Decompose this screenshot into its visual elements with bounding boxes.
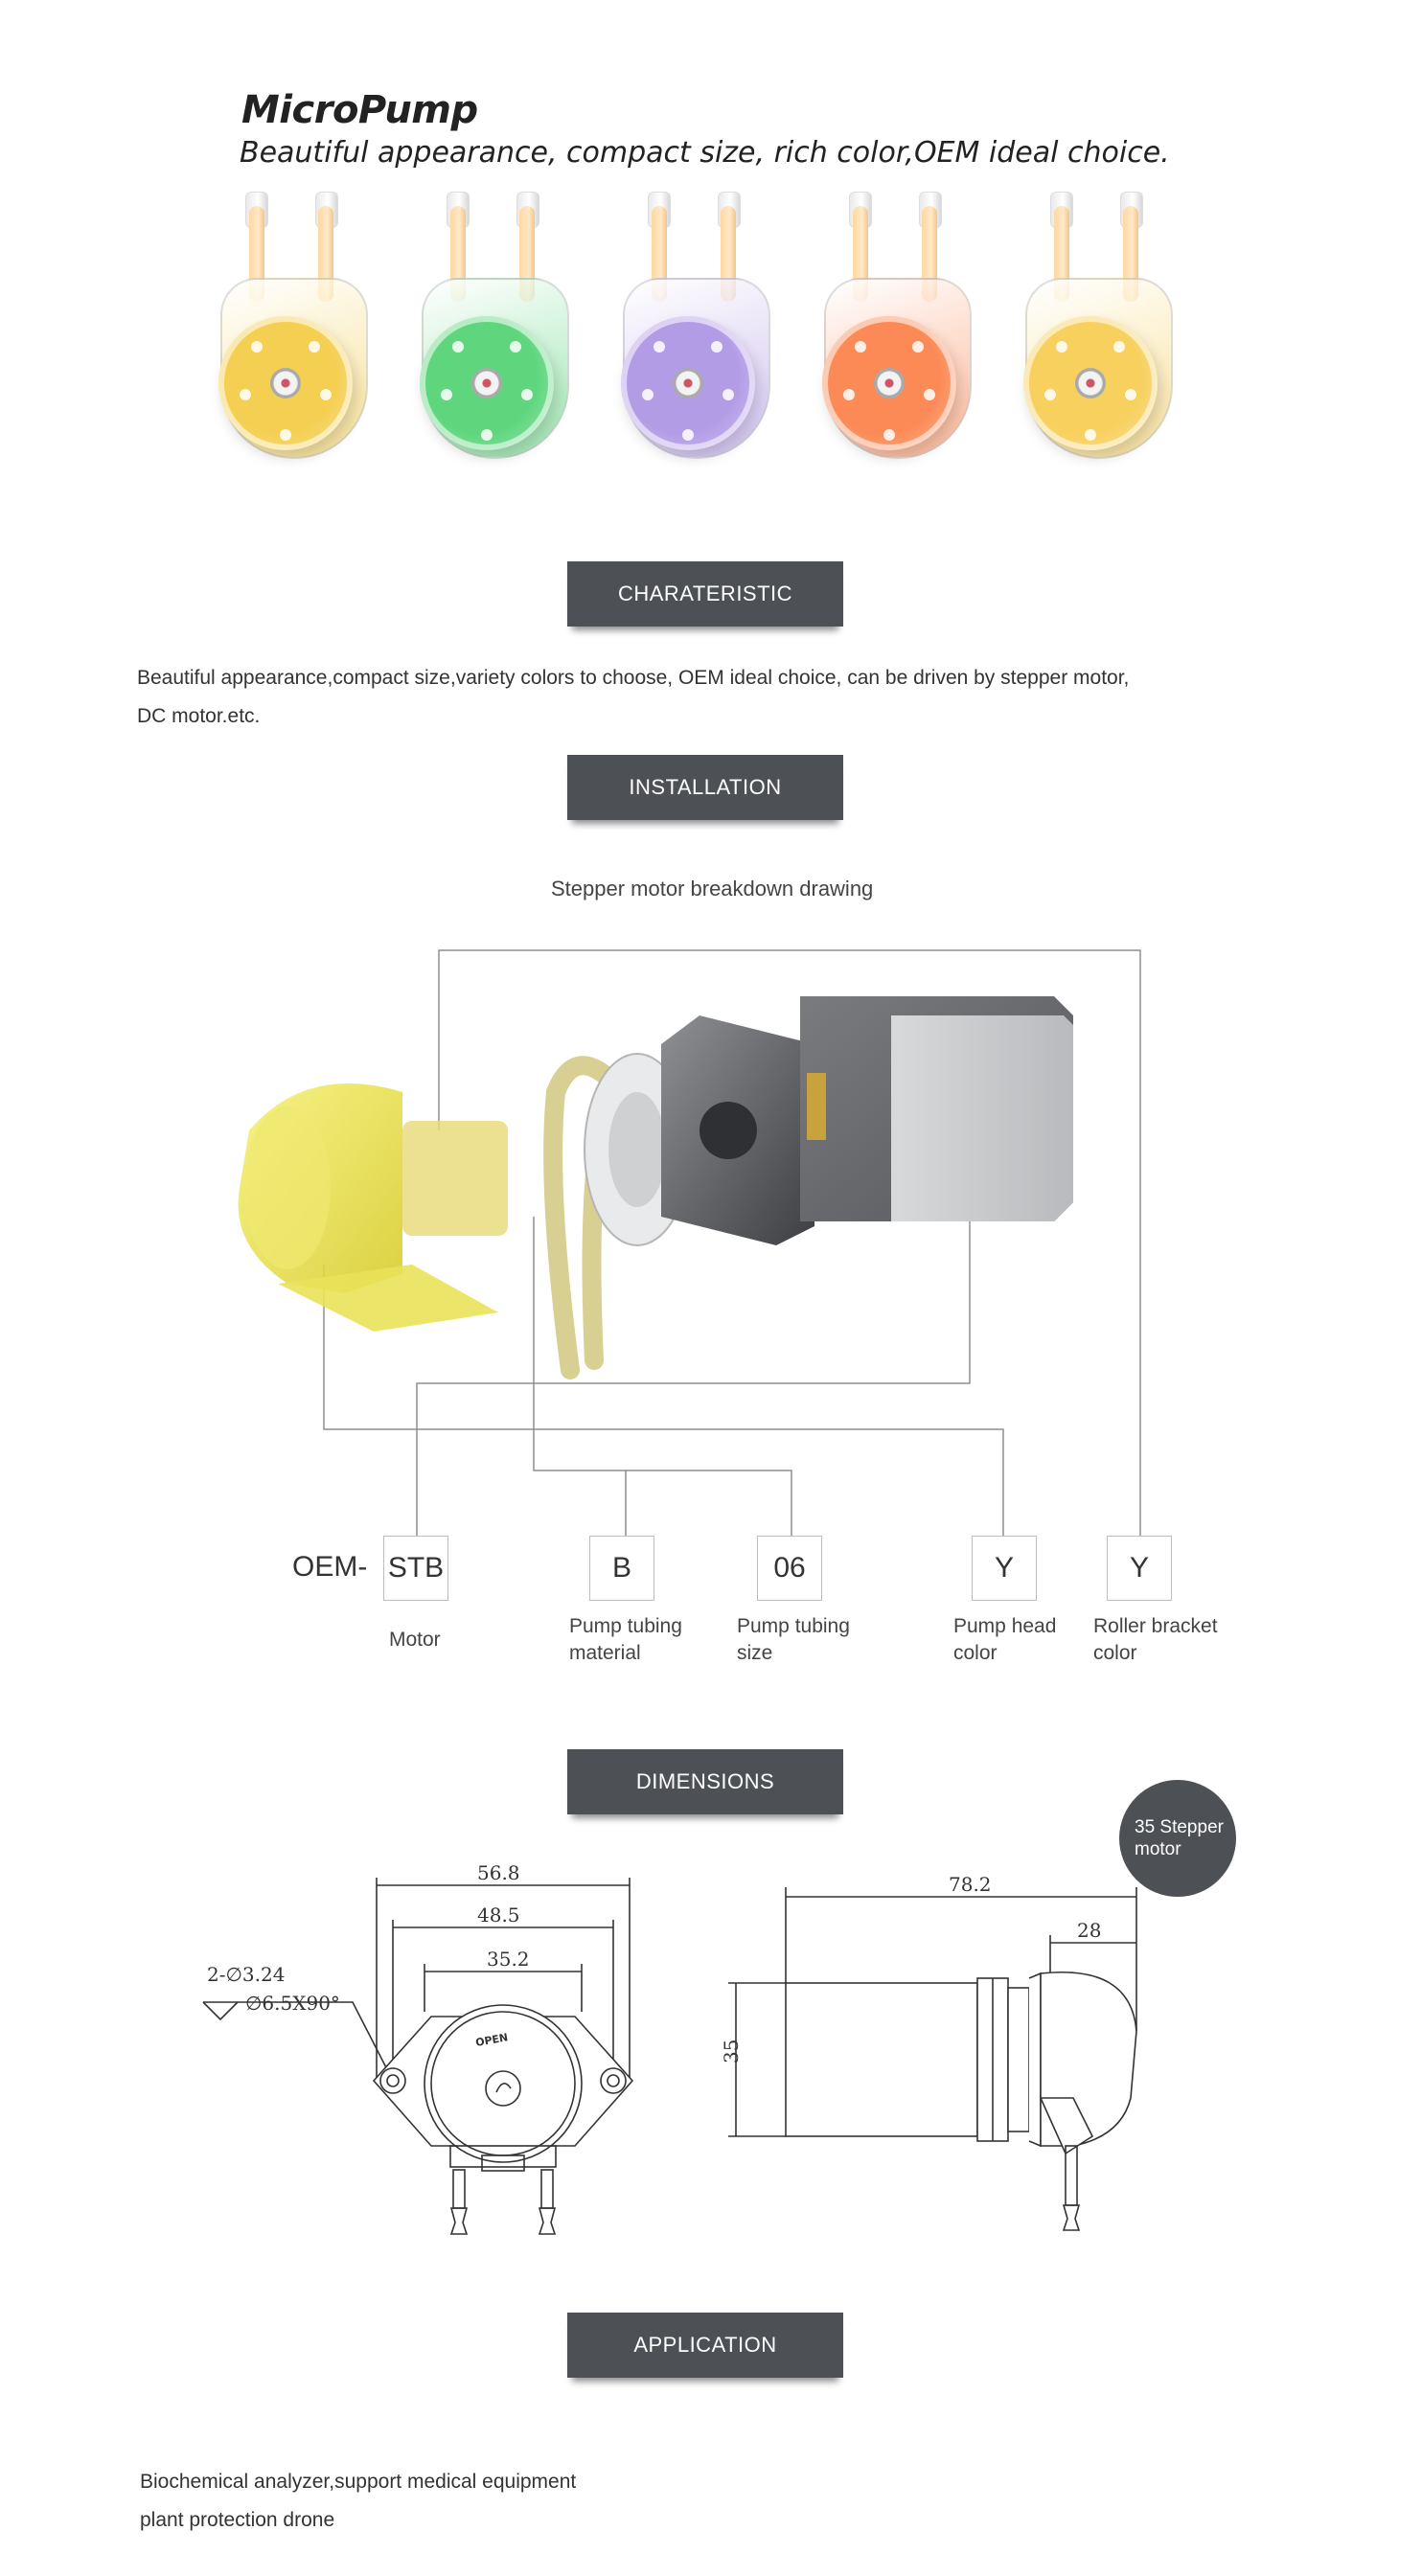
dim-height: 35 — [720, 2040, 743, 2063]
roller-dot — [1125, 389, 1136, 400]
rotor-hub — [1075, 368, 1106, 399]
open-label: OPEN — [474, 2031, 509, 2049]
pump-image-gold — [1006, 192, 1188, 469]
motor-bracket-part — [661, 1015, 814, 1245]
code-box-motor: STB — [383, 1536, 448, 1601]
roller-dot — [642, 389, 654, 400]
breakdown-drawing-title: Stepper motor breakdown drawing — [551, 877, 874, 900]
characteristic-text-line2: DC motor.etc. — [137, 705, 261, 727]
dim-width-inner: 35.2 — [487, 1948, 530, 1971]
application-text-line1: Biochemical analyzer,support medical equ… — [140, 2471, 577, 2493]
rotor-hub — [471, 368, 502, 399]
front-view-drawing: 56.8 48.5 35.2 2-∅3.24 ∅6.5X90° OPEN — [202, 1861, 634, 2235]
pump-image-yellow — [201, 192, 383, 469]
caption-pump-head-color-2: color — [953, 1642, 998, 1664]
roller-dot — [843, 389, 855, 400]
roller-dot — [924, 389, 935, 400]
page-title: MicroPump — [241, 88, 478, 132]
application-text-line2: plant protection drone — [140, 2509, 335, 2531]
roller-dot — [654, 341, 665, 353]
roller-dot — [320, 389, 332, 400]
roller-dot — [510, 341, 521, 353]
section-heading-dimensions: DIMENSIONS — [567, 1749, 843, 1814]
hole-note-1: 2-∅3.24 — [207, 1963, 285, 1986]
dim-length: 78.2 — [949, 1873, 992, 1896]
pump-image-green — [402, 192, 585, 469]
caption-tubing-size-1: Pump tubing — [737, 1615, 850, 1637]
caption-tubing-material-2: material — [569, 1642, 641, 1664]
page-subtitle: Beautiful appearance, compact size, rich… — [240, 136, 1170, 170]
roller-dot — [883, 429, 895, 441]
roller-dot — [251, 341, 263, 353]
caption-tubing-size-2: size — [737, 1642, 773, 1664]
code-box-tubing-size: 06 — [757, 1536, 822, 1601]
rotor-hub — [673, 368, 703, 399]
dim-width-outer: 56.8 — [477, 1861, 520, 1884]
caption-tubing-material-1: Pump tubing — [569, 1615, 682, 1637]
pump-image-orange — [805, 192, 987, 469]
roller-dot — [441, 389, 452, 400]
stepper-motor-part — [800, 996, 1073, 1221]
roller-dot — [912, 341, 924, 353]
caption-pump-head-color-1: Pump head — [953, 1615, 1057, 1637]
characteristic-text-line1: Beautiful appearance,compact size,variet… — [137, 667, 1130, 689]
roller-dot — [1113, 341, 1125, 353]
hole-note-2: ∅6.5X90° — [245, 1992, 340, 2015]
code-box-tubing-material: B — [589, 1536, 654, 1601]
roller-dot — [240, 389, 251, 400]
section-heading-installation: INSTALLATION — [567, 755, 843, 820]
section-heading-application: APPLICATION — [567, 2313, 843, 2378]
pump-color-gallery — [201, 192, 1236, 479]
roller-dot — [711, 341, 722, 353]
pump-image-purple — [604, 192, 786, 469]
oem-prefix: OEM- — [292, 1551, 368, 1583]
dim-head-length: 28 — [1077, 1919, 1101, 1942]
roller-dot — [855, 341, 866, 353]
roller-dot — [280, 429, 291, 441]
rotor-hub — [270, 368, 301, 399]
caption-roller-bracket-color-1: Roller bracket — [1093, 1615, 1218, 1637]
roller-dot — [1085, 429, 1096, 441]
motor-type-badge: 35 Stepper motor — [1119, 1780, 1236, 1897]
roller-dot — [452, 341, 464, 353]
section-heading-characteristic: CHARATERISTIC — [567, 561, 843, 627]
caption-roller-bracket-color-2: color — [1093, 1642, 1137, 1664]
dim-width-mid: 48.5 — [477, 1904, 520, 1926]
roller-dot — [1056, 341, 1067, 353]
side-view-drawing: 78.2 28 35 — [720, 1873, 1137, 2231]
code-box-roller-bracket-color: Y — [1107, 1536, 1172, 1601]
roller-dot — [1044, 389, 1056, 400]
roller-dot — [309, 341, 320, 353]
roller-dot — [521, 389, 533, 400]
pump-head-part — [238, 1083, 508, 1332]
caption-motor: Motor — [389, 1629, 441, 1651]
roller-dot — [481, 429, 493, 441]
roller-dot — [722, 389, 734, 400]
roller-dot — [682, 429, 694, 441]
code-box-pump-head-color: Y — [972, 1536, 1037, 1601]
roller-bracket-part — [584, 1053, 691, 1246]
rotor-hub — [874, 368, 905, 399]
